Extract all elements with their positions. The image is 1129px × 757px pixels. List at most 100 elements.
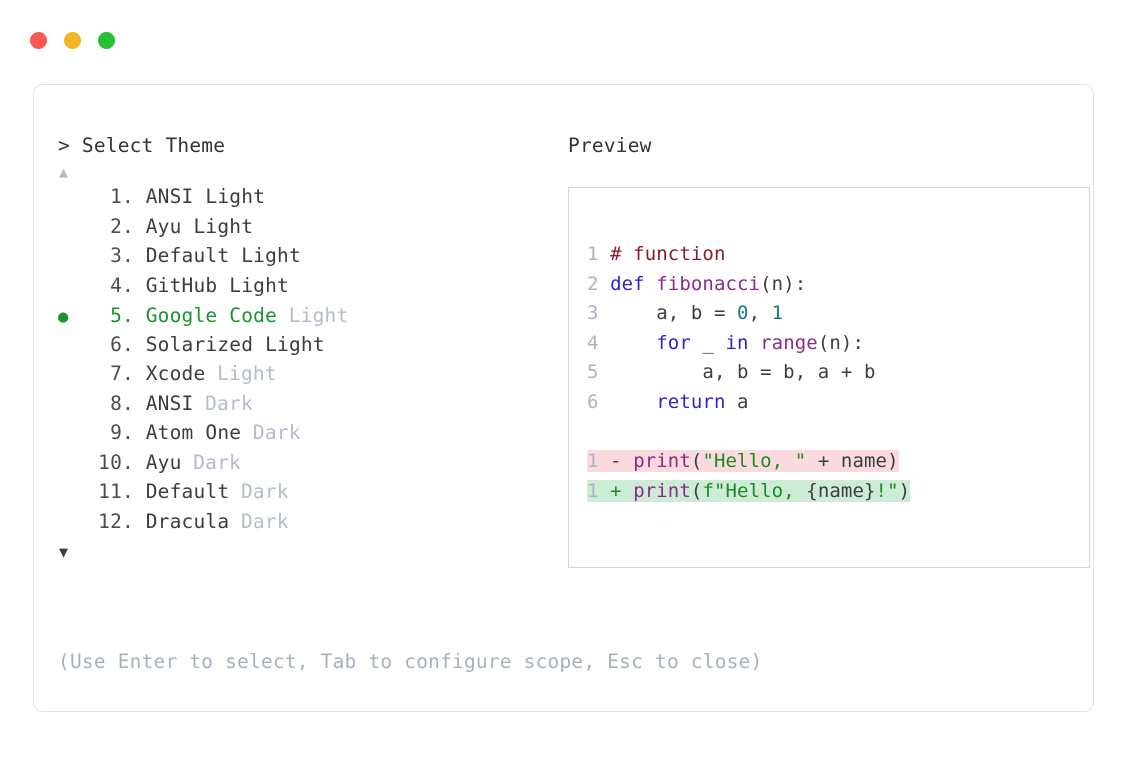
theme-item-index: 3. bbox=[110, 244, 134, 267]
diff-line-number: 1 bbox=[587, 450, 599, 473]
code-token: + name) bbox=[806, 450, 899, 473]
theme-list-item[interactable]: 11. Default Dark bbox=[58, 480, 528, 510]
code-token bbox=[749, 332, 761, 354]
code-token: return bbox=[656, 390, 726, 413]
code-token: 1 bbox=[771, 302, 784, 325]
theme-item-variant: Dark bbox=[240, 509, 289, 533]
theme-list-item[interactable]: 7. Xcode Light bbox=[58, 362, 528, 392]
diff-line-number: 1 bbox=[587, 479, 599, 502]
code-token: _ bbox=[690, 331, 726, 354]
code-token bbox=[610, 391, 656, 413]
code-token: in bbox=[725, 331, 749, 354]
theme-list-item[interactable]: 3. Default Light bbox=[58, 244, 528, 274]
theme-list-item[interactable]: 12. Dracula Dark bbox=[58, 510, 528, 540]
scroll-up-icon[interactable]: ▲ bbox=[59, 163, 69, 181]
diff-line-del: 1 - print("Hello, " + name) bbox=[587, 447, 899, 477]
code-spacer bbox=[587, 418, 1089, 448]
theme-item-index: 9. bbox=[110, 421, 134, 444]
window-traffic-lights bbox=[30, 32, 115, 49]
theme-item-name: GitHub Light bbox=[145, 273, 289, 297]
theme-item-index: 7. bbox=[110, 362, 134, 385]
theme-item-index: 12. bbox=[98, 509, 134, 533]
code-line-number: 5 bbox=[587, 361, 599, 384]
theme-item-name: Ayu Light bbox=[145, 214, 254, 238]
theme-list-item[interactable]: 1.ANSI Light bbox=[58, 185, 528, 215]
theme-list-item[interactable]: 6. Solarized Light bbox=[58, 333, 528, 363]
code-token: # function bbox=[610, 243, 726, 265]
code-token: a bbox=[725, 390, 749, 413]
theme-item-name: Default bbox=[145, 480, 230, 503]
keyboard-hint: (Use Enter to select, Tab to configure s… bbox=[58, 650, 763, 673]
diff-marker: + bbox=[610, 479, 622, 502]
theme-item-index: 1. bbox=[110, 185, 134, 208]
diff-highlight: 1 - print("Hello, " + name) bbox=[587, 450, 899, 473]
diff-sample: 1 - print("Hello, " + name)1 + print(f"H… bbox=[587, 447, 1089, 506]
theme-item-index: 2. bbox=[110, 214, 134, 238]
theme-item-variant: Dark bbox=[205, 391, 253, 415]
maximize-button[interactable] bbox=[98, 32, 115, 49]
code-line: 5 a, b = b, a + b bbox=[587, 358, 876, 388]
theme-item-variant: Dark bbox=[193, 450, 241, 474]
code-token: f"Hello, bbox=[702, 479, 807, 502]
code-token: ( bbox=[690, 479, 703, 502]
selected-bullet-icon: ● bbox=[58, 307, 69, 327]
code-token: a, b = b, a + b bbox=[610, 361, 876, 384]
theme-item-name: Default Light bbox=[145, 244, 301, 267]
code-token: 0 bbox=[737, 302, 749, 325]
minimize-button[interactable] bbox=[64, 32, 81, 49]
theme-item-name: Google Code bbox=[145, 304, 278, 327]
theme-item-index: 8. bbox=[110, 391, 134, 415]
code-line: 6 return a bbox=[587, 388, 749, 418]
theme-item-name: Xcode bbox=[145, 362, 206, 385]
theme-item-index: 6. bbox=[110, 332, 134, 356]
theme-item-name: Solarized Light bbox=[145, 332, 325, 356]
code-line: 1 # function bbox=[587, 240, 725, 270]
code-token: , bbox=[748, 302, 772, 325]
theme-item-index: 10. bbox=[98, 450, 134, 474]
code-token: (n): bbox=[817, 331, 864, 354]
theme-item-variant: Light bbox=[217, 362, 277, 385]
code-token bbox=[610, 332, 656, 354]
preview-title: Preview bbox=[568, 134, 652, 157]
theme-item-index: 5. bbox=[110, 304, 134, 327]
theme-list-item[interactable]: 4. GitHub Light bbox=[58, 274, 528, 304]
theme-list-item[interactable]: 2. Ayu Light bbox=[58, 215, 528, 245]
code-token: !" bbox=[875, 479, 899, 502]
code-token: ) bbox=[898, 479, 911, 502]
code-token: fibonacci bbox=[656, 272, 761, 295]
code-line-number: 1 bbox=[587, 243, 599, 265]
code-line-number: 2 bbox=[587, 272, 599, 295]
diff-highlight: 1 + print(f"Hello, {name}!") bbox=[587, 479, 911, 502]
theme-list-item[interactable]: ● 5. Google Code Light bbox=[58, 303, 528, 333]
code-token: ( bbox=[690, 450, 703, 473]
theme-item-name: ANSI bbox=[145, 391, 194, 415]
theme-item-index: 11. bbox=[98, 480, 134, 503]
scroll-down-icon[interactable]: ▼ bbox=[59, 543, 69, 561]
code-line: 3 a, b = 0, 1 bbox=[587, 299, 783, 329]
close-button[interactable] bbox=[30, 32, 47, 49]
code-line-number: 4 bbox=[587, 331, 599, 354]
theme-list-item[interactable]: 8. ANSI Dark bbox=[58, 392, 528, 422]
code-token: "Hello, " bbox=[702, 450, 807, 473]
diff-marker: - bbox=[610, 450, 622, 473]
code-token: range bbox=[760, 331, 818, 354]
theme-item-variant: Dark bbox=[240, 480, 289, 503]
theme-item-name: Dracula bbox=[145, 509, 230, 533]
code-token: {name} bbox=[806, 479, 876, 502]
code-token: def bbox=[610, 272, 657, 295]
code-line: 4 for _ in range(n): bbox=[587, 329, 864, 359]
code-token: for bbox=[656, 331, 691, 354]
prompt-label: > Select Theme bbox=[58, 134, 226, 157]
theme-item-variant: Light bbox=[288, 304, 349, 327]
code-token: print bbox=[633, 479, 691, 502]
theme-item-index: 4. bbox=[110, 273, 134, 297]
code-token: print bbox=[633, 450, 691, 473]
